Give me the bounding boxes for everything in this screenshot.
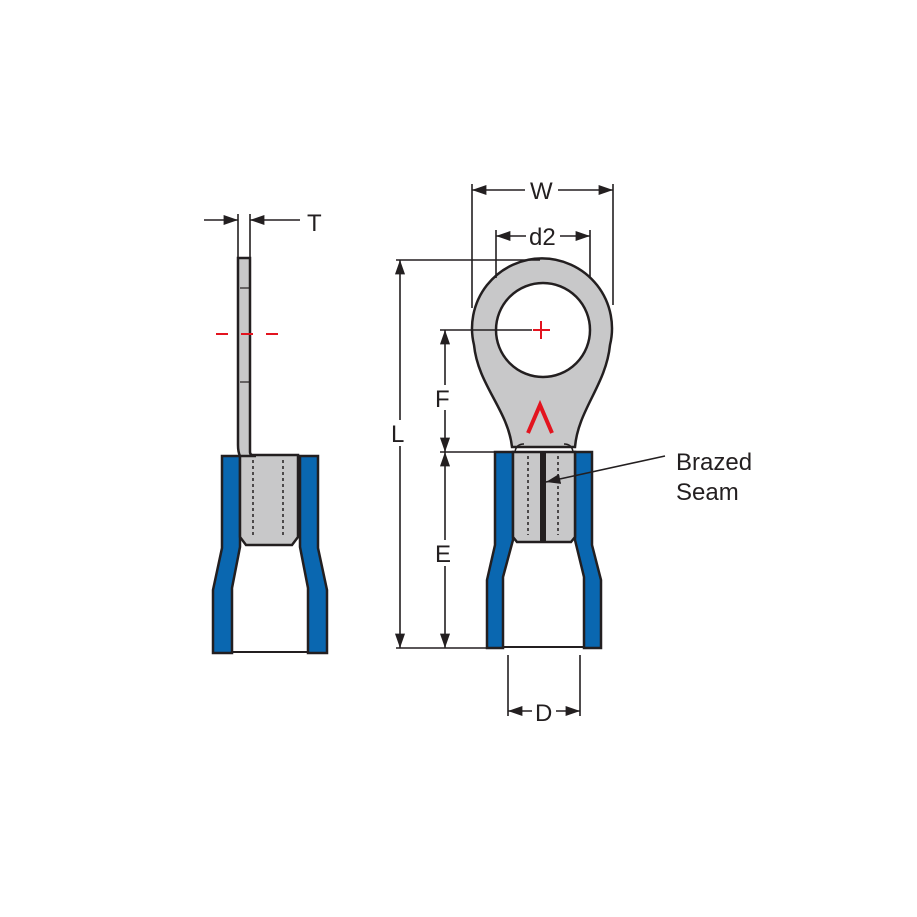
ring-tongue: [470, 257, 614, 449]
brazed-seam-callout: Brazed Seam: [545, 449, 752, 506]
front-sleeve-left: [485, 450, 515, 650]
side-sleeve-right: [298, 454, 329, 655]
orientation-mark-icon: [526, 399, 554, 434]
label-E: E: [435, 541, 451, 568]
dimension-d2: d2: [495, 224, 591, 278]
dimension-F: F: [435, 329, 575, 453]
side-view: T: [204, 210, 329, 655]
center-mark-icon: [533, 321, 550, 339]
label-d2: d2: [529, 224, 556, 251]
label-T: T: [307, 210, 322, 237]
brazed-seam: [540, 452, 546, 541]
dimension-L: L: [391, 259, 540, 649]
label-F: F: [435, 386, 450, 413]
side-blade: [236, 256, 257, 458]
dimension-D: D: [507, 655, 581, 727]
side-barrel: [238, 453, 300, 547]
callout-line1: Brazed: [676, 449, 752, 476]
label-D: D: [535, 700, 552, 727]
label-W: W: [530, 178, 553, 205]
front-view: W d2 L F E: [391, 178, 752, 727]
neck-fillet: [514, 443, 574, 453]
side-sleeve-left: [211, 454, 242, 655]
label-L: L: [391, 421, 404, 448]
front-sleeve-right: [573, 450, 603, 650]
dimension-W: W: [471, 178, 614, 308]
dimension-E: E: [435, 452, 451, 648]
dimension-T: T: [204, 210, 322, 258]
callout-line2: Seam: [676, 479, 739, 506]
